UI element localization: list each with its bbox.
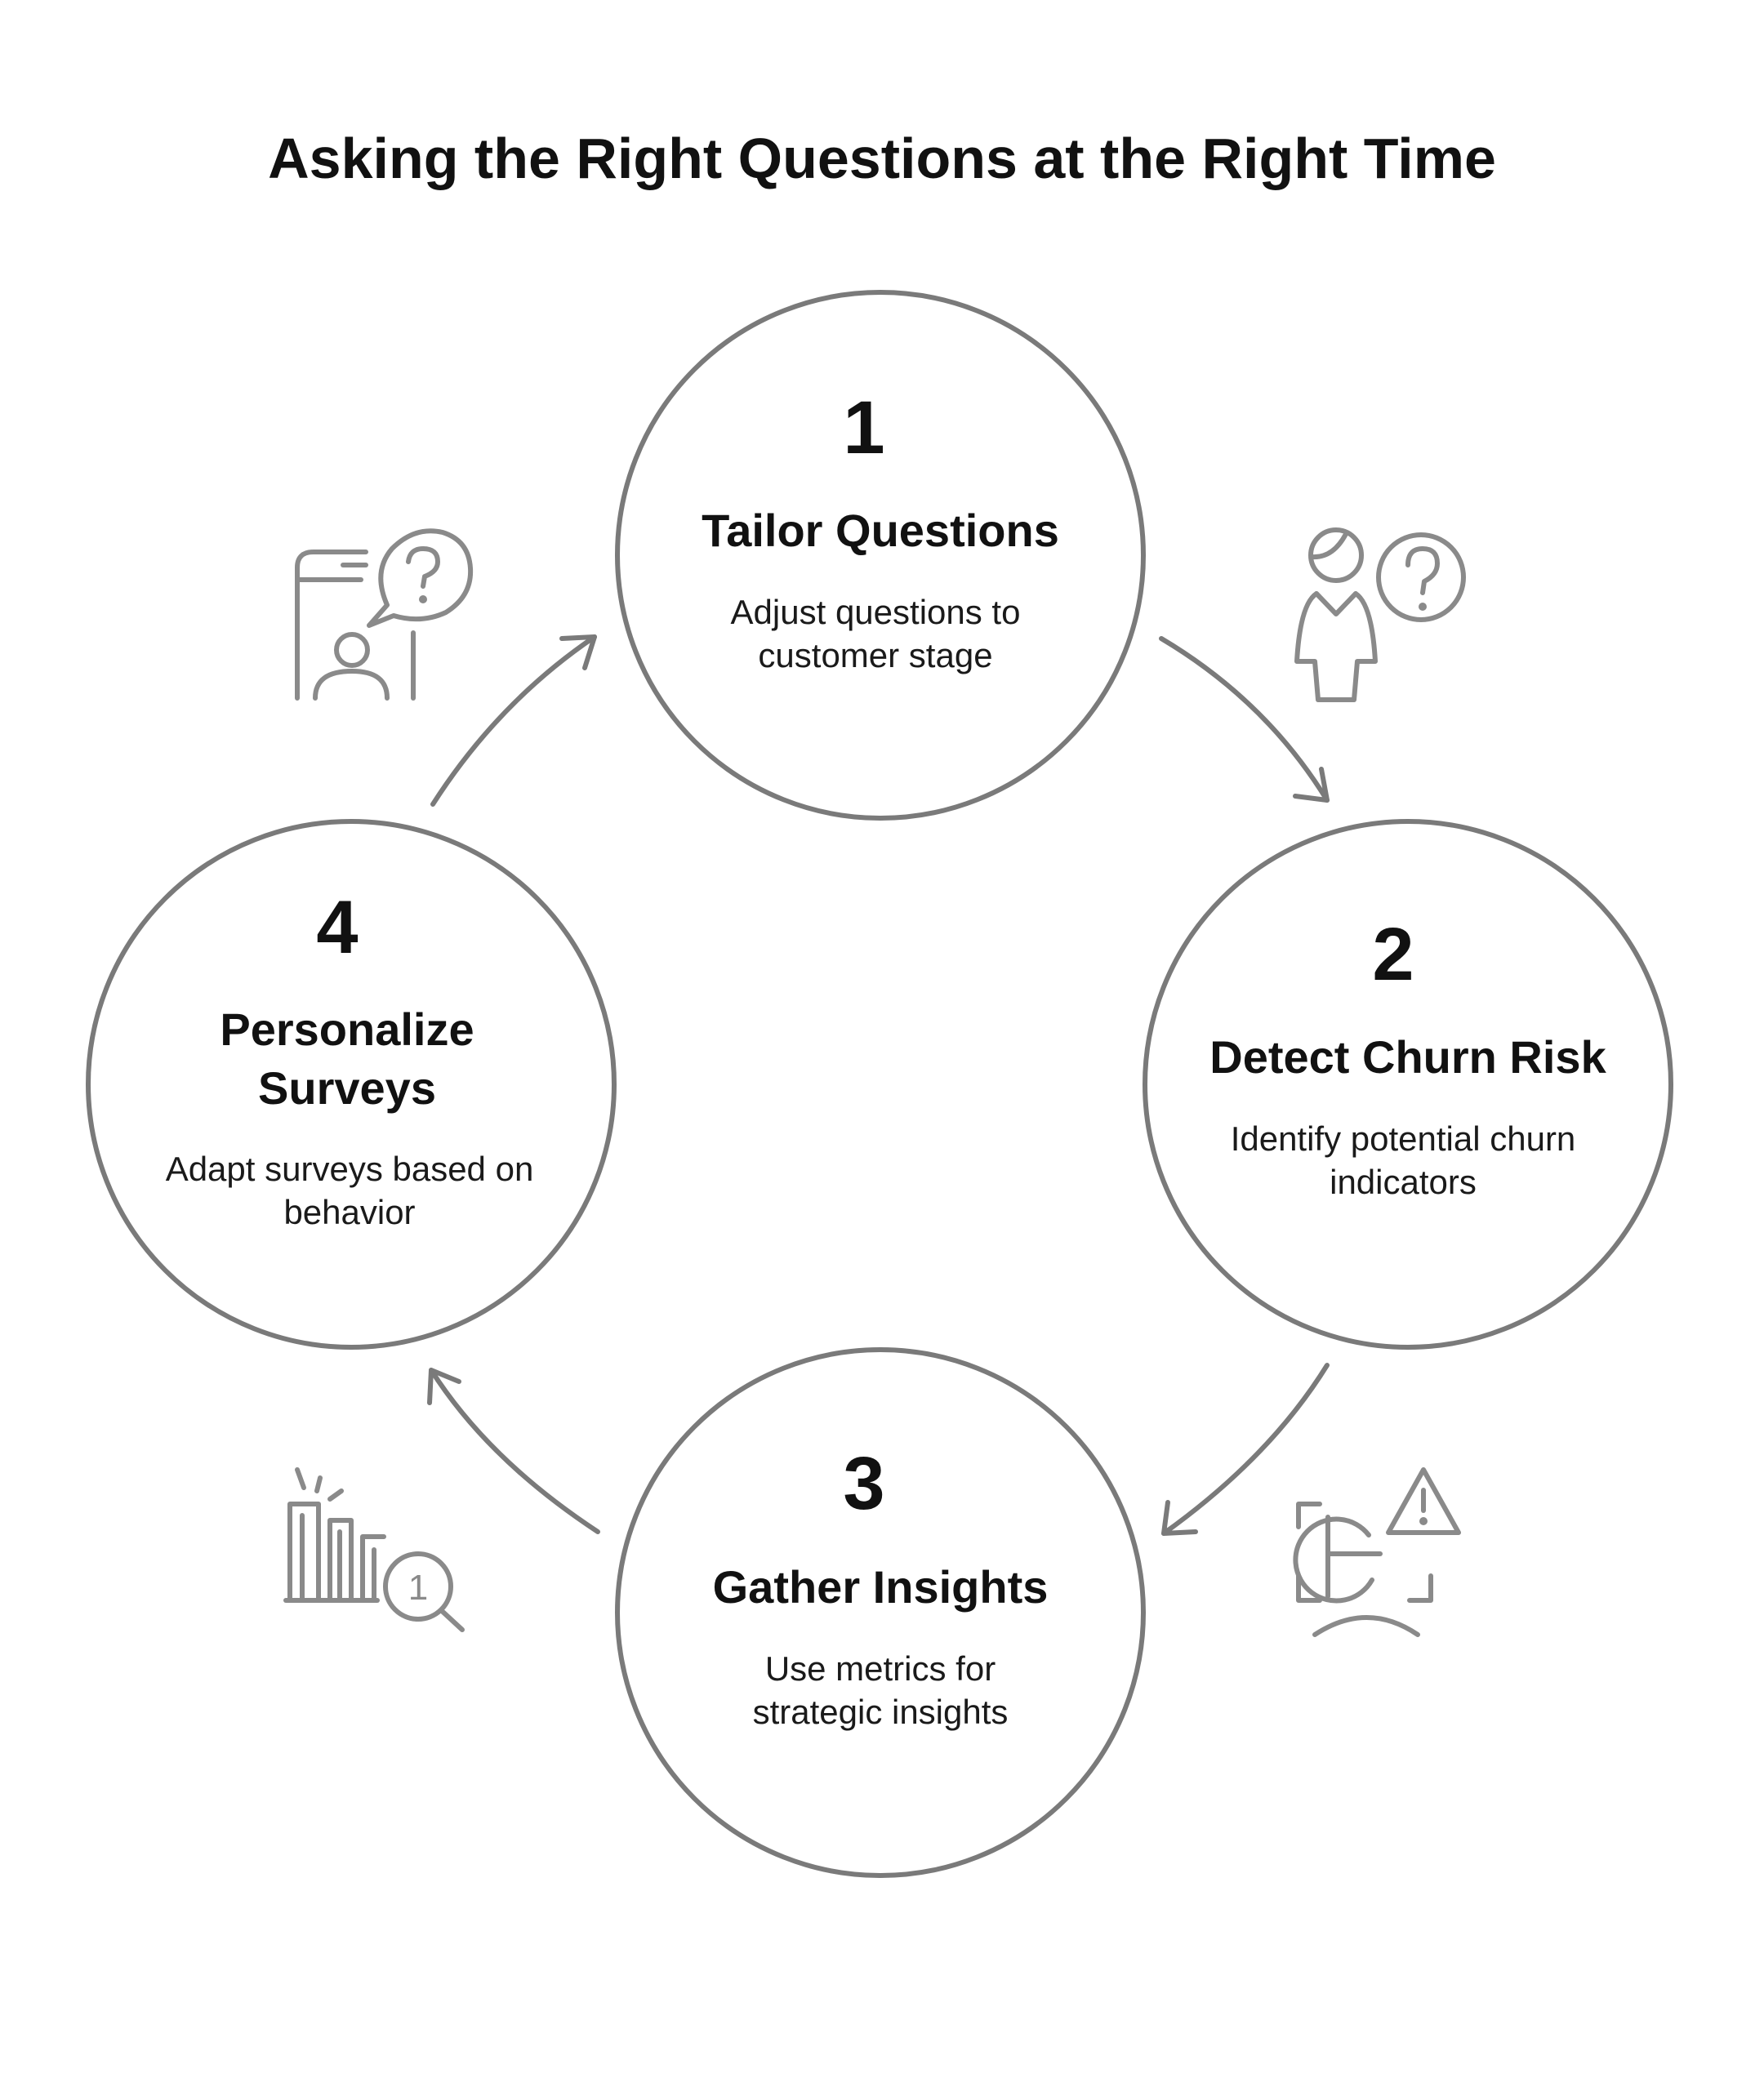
bar-chart-search-icon: 1 [283,1467,465,1632]
step-1-circle [615,290,1146,821]
step-3-circle [615,1347,1146,1878]
step-2-desc-line-1: Identify potential churn [1231,1119,1576,1158]
diagram-title: Asking the Right Questions at the Right … [268,127,1496,190]
arrow-step1-to-step2 [1159,636,1330,803]
survey-question-icon [295,528,474,701]
step-2-number: 2 [1372,913,1414,996]
step-4-title-line-2: Surveys [258,1062,436,1114]
step-2-desc-line-2: indicators [1330,1163,1477,1201]
arrow-step3-to-step4-head [427,1368,461,1405]
step-1: 1 Tailor Questions Adjust questions to c… [615,290,1146,821]
arrow-step2-to-step3-head [1161,1500,1198,1536]
step-1-desc-line-2: customer stage [758,636,992,674]
step-4-number: 4 [316,886,358,969]
step-4-desc-line-2: behavior [283,1193,415,1231]
arrow-step4-to-step1 [430,634,597,807]
step-3-title: Gather Insights [713,1561,1049,1613]
arrow-step3-to-step4 [429,1368,600,1534]
risk-analysis-icon [1293,1467,1461,1637]
step-4-title-line-1: Personalize [220,1003,474,1055]
arrow-step1-to-step2-head [1293,767,1330,803]
arrow-step4-to-step1-head [559,634,597,670]
step-4: 4 Personalize Surveys Adapt surveys base… [86,819,617,1350]
customer-question-icon [1294,527,1466,702]
step-2-circle [1143,819,1673,1350]
step-3: 3 Gather Insights Use metrics for strate… [615,1347,1146,1878]
step-4-circle [86,819,617,1350]
step-2: 2 Detect Churn Risk Identify potential c… [1143,819,1673,1350]
magnifier-digit: 1 [408,1568,428,1608]
arrow-step2-to-step3 [1161,1363,1330,1536]
step-3-desc-line-2: strategic insights [753,1693,1009,1731]
step-3-desc-line-1: Use metrics for [765,1649,996,1688]
step-1-title: Tailor Questions [702,505,1059,556]
cycle-arrows [427,634,1330,1536]
step-2-title: Detect Churn Risk [1209,1031,1606,1083]
step-1-desc-line-1: Adjust questions to [731,593,1021,631]
step-4-desc-line-1: Adapt surveys based on [166,1150,534,1188]
step-1-number: 1 [843,386,884,469]
step-3-number: 3 [843,1442,884,1525]
